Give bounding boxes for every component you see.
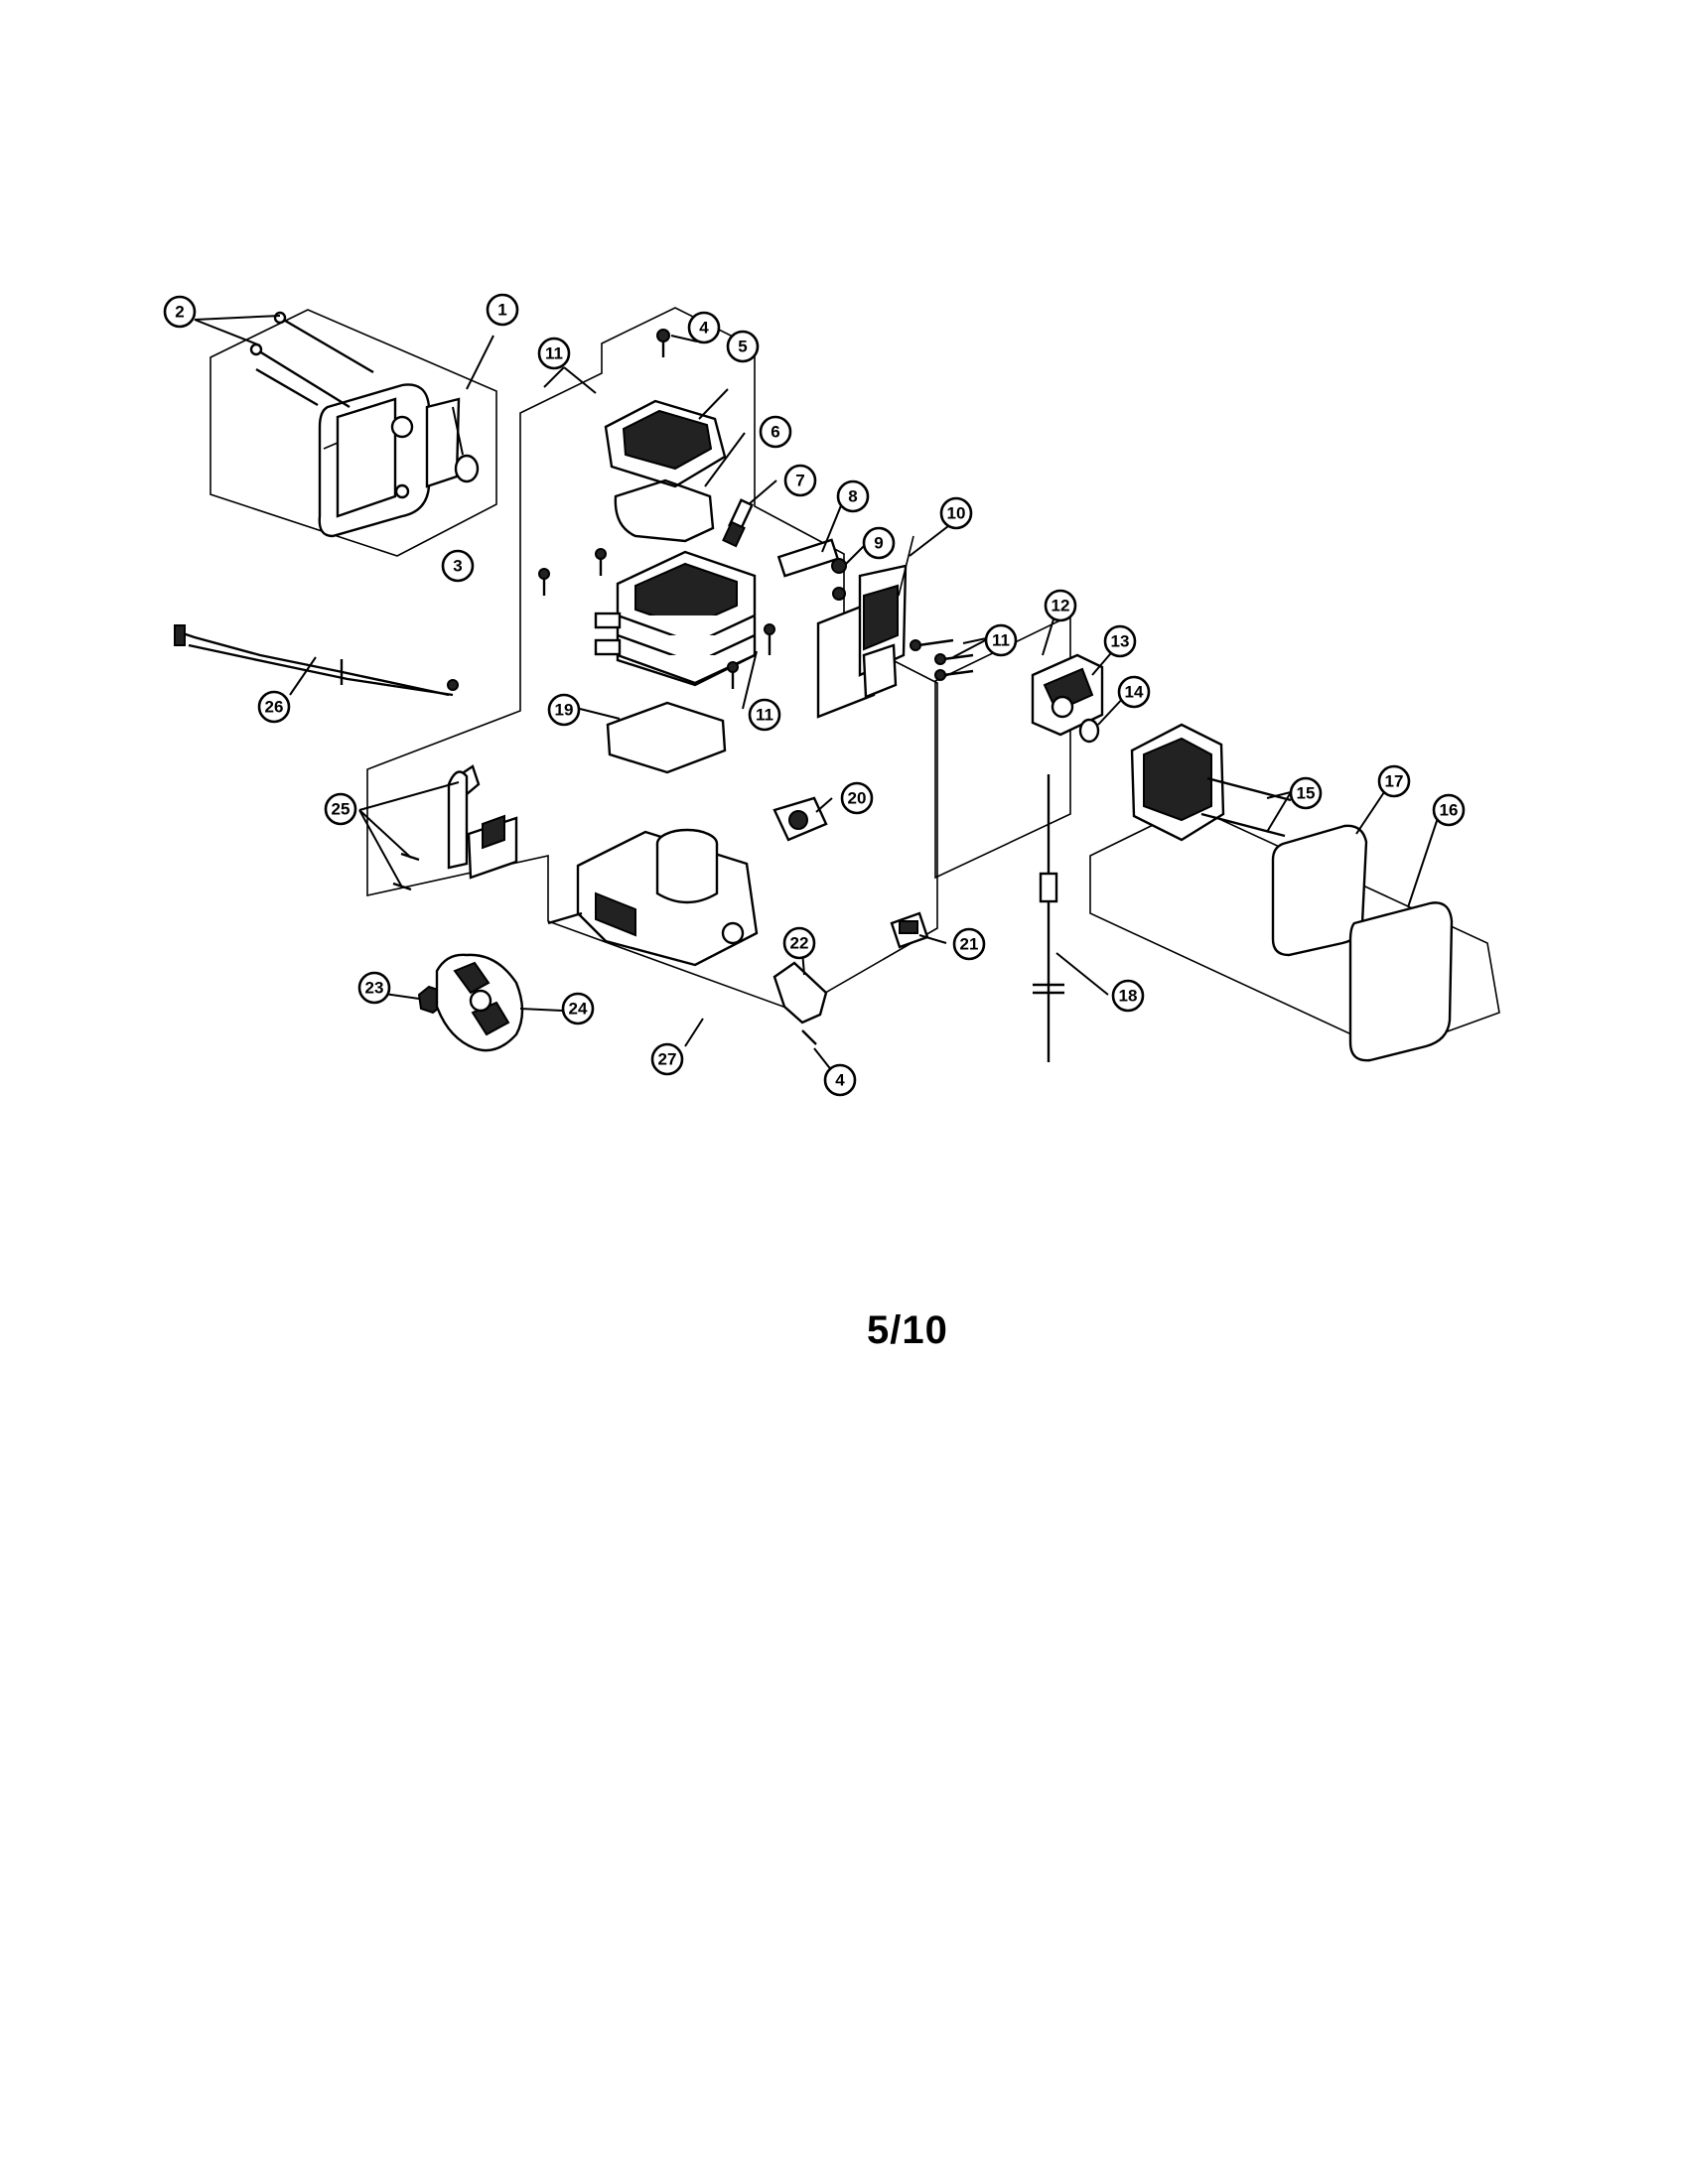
callout-27: 27 xyxy=(650,1042,684,1076)
callout-1: 1 xyxy=(486,293,519,327)
callout-11-carb: 11 xyxy=(984,623,1018,657)
cylinder-block-part xyxy=(538,548,775,689)
intake-boot-part xyxy=(772,796,828,842)
callout-label: 21 xyxy=(960,935,979,954)
callout-label: 9 xyxy=(874,534,883,553)
callout-8: 8 xyxy=(836,479,870,513)
callout-3: 3 xyxy=(441,549,475,583)
callout-10: 10 xyxy=(939,496,973,530)
callout-label: 13 xyxy=(1111,632,1130,651)
callout-label: 18 xyxy=(1119,987,1138,1006)
carburetor-part xyxy=(816,535,914,719)
callout-6: 6 xyxy=(759,415,792,449)
muffler-bolts-part xyxy=(249,311,374,409)
callout-12: 12 xyxy=(1044,589,1077,622)
muffler-part xyxy=(318,383,461,538)
callout-23: 23 xyxy=(357,971,391,1005)
callout-25: 25 xyxy=(324,792,357,826)
callout-label: 12 xyxy=(1052,597,1070,615)
callout-label: 19 xyxy=(555,701,574,720)
callout-4-lower: 4 xyxy=(823,1063,857,1097)
callout-15: 15 xyxy=(1289,776,1323,810)
air-filter-cover-part xyxy=(1348,901,1454,1062)
air-filter-base-part xyxy=(1130,723,1225,842)
clutch-assembly-part xyxy=(435,953,524,1052)
callout-11-lower: 11 xyxy=(748,698,781,732)
callout-label: 11 xyxy=(545,344,563,363)
callout-label: 3 xyxy=(453,557,462,576)
callout-13: 13 xyxy=(1103,624,1137,658)
callout-22: 22 xyxy=(782,926,816,960)
callout-17: 17 xyxy=(1377,764,1411,798)
callout-label: 4 xyxy=(835,1071,845,1090)
crankcase-part xyxy=(547,828,759,967)
callout-label: 4 xyxy=(699,319,709,338)
fuel-pump-part xyxy=(1031,653,1104,737)
callout-label: 7 xyxy=(795,472,804,490)
carburetor-plate-outline xyxy=(934,614,1071,880)
carb-gasket-ring-part xyxy=(1078,718,1100,744)
callout-26: 26 xyxy=(257,690,291,724)
callout-label: 22 xyxy=(790,934,809,953)
page-number: 5/10 xyxy=(867,1308,948,1352)
callout-label: 1 xyxy=(497,301,506,320)
callout-label: 10 xyxy=(947,504,966,523)
cylinder-gasket-part xyxy=(606,701,727,774)
callout-9: 9 xyxy=(862,526,896,560)
callout-label: 8 xyxy=(848,487,857,506)
callout-7: 7 xyxy=(783,464,817,497)
ignition-coil-part xyxy=(392,764,518,891)
callout-18: 18 xyxy=(1111,979,1145,1013)
muffler-gasket-part xyxy=(454,454,480,483)
callout-24: 24 xyxy=(561,992,595,1025)
spark-plug-part xyxy=(722,498,754,548)
callout-19: 19 xyxy=(547,693,581,727)
callout-20: 20 xyxy=(840,781,874,815)
carb-screws-part xyxy=(910,638,974,681)
elbow-screw-part xyxy=(801,1029,817,1045)
callout-14: 14 xyxy=(1117,675,1151,709)
insulator-plate-part xyxy=(776,538,840,578)
cylinder-cover-part xyxy=(604,329,727,488)
callout-label: 26 xyxy=(265,698,284,717)
muffler-group-outline xyxy=(210,309,497,557)
callout-label: 27 xyxy=(658,1050,677,1069)
callout-label: 20 xyxy=(848,789,867,808)
callout-label: 16 xyxy=(1440,801,1459,820)
callout-label: 23 xyxy=(365,979,384,998)
callout-11-cylinder: 11 xyxy=(537,337,571,370)
callout-2: 2 xyxy=(163,295,197,329)
callout-label: 14 xyxy=(1125,683,1144,702)
callout-label: 5 xyxy=(738,338,747,356)
callout-label: 11 xyxy=(992,631,1010,650)
callout-label: 6 xyxy=(771,423,779,442)
callout-4: 4 xyxy=(687,311,721,344)
callout-label: 24 xyxy=(569,1000,588,1019)
callout-16: 16 xyxy=(1432,793,1466,827)
nut-part xyxy=(831,558,847,574)
elbow-fitting-part xyxy=(772,961,828,1024)
cover-gasket-part xyxy=(614,478,715,543)
fuel-cap-part xyxy=(890,911,929,949)
callout-label: 11 xyxy=(756,706,773,725)
callout-label: 15 xyxy=(1297,784,1316,803)
callout-label: 2 xyxy=(175,303,184,322)
callout-21: 21 xyxy=(952,927,986,961)
callout-5: 5 xyxy=(726,330,760,363)
callout-label: 25 xyxy=(332,800,351,819)
air-filter-element-part xyxy=(1271,824,1368,957)
ground-wire-part xyxy=(174,624,459,697)
callout-label: 17 xyxy=(1385,772,1404,791)
leader-lines xyxy=(194,315,1441,1077)
nut-part-lower xyxy=(832,587,846,601)
throttle-cable-part xyxy=(1033,774,1064,1062)
